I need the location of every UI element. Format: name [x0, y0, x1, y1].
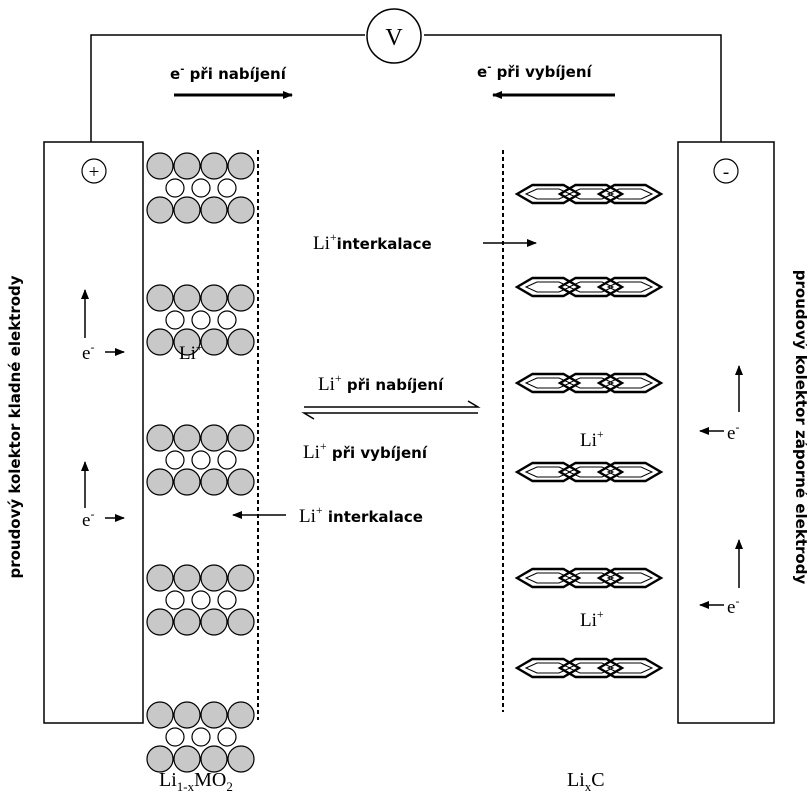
external-circuit: [90, 34, 722, 142]
graphene-sheet-1: [514, 183, 664, 205]
oxide-layer-3: [146, 424, 255, 496]
svg-text:e-: e-: [727, 420, 739, 444]
svg-text:e- při nabíjení: e- při nabíjení: [170, 64, 287, 83]
svg-text:Li+ při vybíjení: Li+ při vybíjení: [303, 439, 428, 463]
svg-text:e-: e-: [82, 507, 94, 531]
graphene-sheet-2: [514, 276, 664, 298]
positive-collector-label: proudový kolektor kladné elektrody: [6, 275, 24, 578]
negative-sign: -: [723, 162, 729, 183]
graphite-layers: [514, 183, 664, 679]
cathode-formula: Li1-xMO2: [159, 769, 233, 794]
negative-current-collector: -: [677, 141, 775, 724]
svg-text:Li+interkalace: Li+interkalace: [313, 230, 432, 254]
negative-electron-arrows: e- e-: [699, 365, 743, 618]
positive-sign: +: [89, 162, 100, 183]
electron-discharging-arrow: e- při vybíjení: [477, 62, 615, 99]
anode-li-ion-label-1: Li+: [580, 427, 604, 451]
graphene-sheet-5: [514, 567, 664, 589]
oxide-layer-2: [146, 284, 255, 356]
svg-text:e- při vybíjení: e- při vybíjení: [477, 62, 592, 81]
positive-electron-arrows: e- e-: [81, 289, 125, 531]
svg-text:Li+ interkalace: Li+ interkalace: [299, 503, 423, 527]
graphene-sheet-6: [514, 657, 664, 679]
oxide-layer-4: [146, 564, 255, 636]
graphene-sheet-4: [514, 461, 664, 483]
intercalation-top-label: Li+interkalace: [313, 230, 537, 254]
anode-li-ion-label-2: Li+: [580, 607, 604, 631]
ion-flow-charging: Li+ při nabíjení: [304, 371, 481, 408]
svg-text:e-: e-: [727, 594, 739, 618]
voltmeter: V: [366, 8, 422, 64]
anode-formula: LixC: [567, 769, 605, 794]
svg-text:V: V: [385, 25, 403, 51]
electron-charging-arrow: e- při nabíjení: [170, 64, 293, 99]
graphene-sheet-3: [514, 372, 664, 394]
svg-text:Li+ při nabíjení: Li+ při nabíjení: [318, 371, 444, 395]
metal-oxide-layers: [146, 152, 255, 773]
cathode-li-ion-label: Li+: [179, 340, 203, 364]
oxide-layer-1: [146, 152, 255, 224]
svg-text:e-: e-: [82, 340, 94, 364]
ion-flow-discharging: Li+ při vybíjení: [301, 412, 478, 463]
negative-collector-label: proudový kolektor záporné elektrody: [792, 270, 807, 585]
positive-current-collector: +: [43, 141, 144, 724]
oxide-layer-5: [146, 701, 255, 773]
intercalation-bottom-label: Li+ interkalace: [232, 503, 423, 527]
